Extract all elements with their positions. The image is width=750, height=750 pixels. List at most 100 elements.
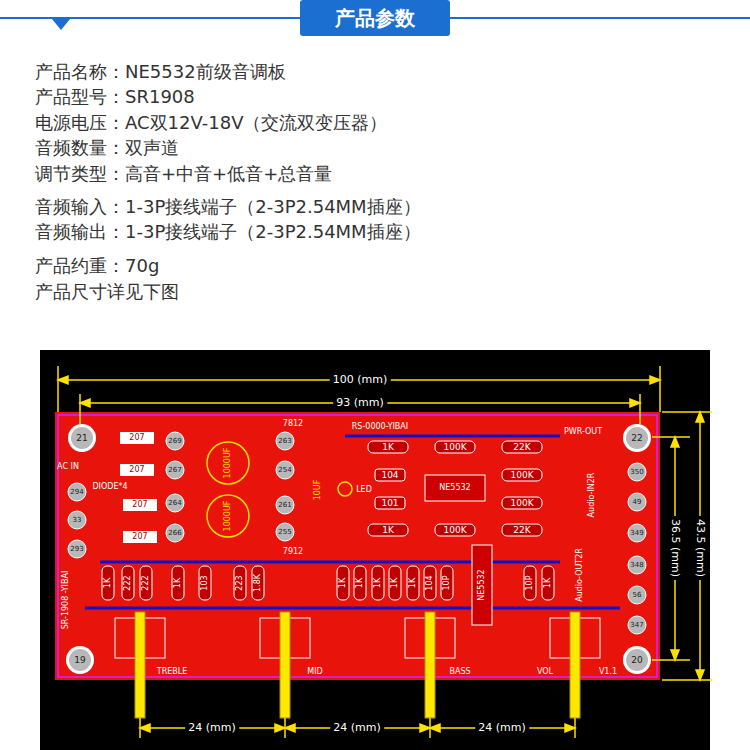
resistor-label: 10P bbox=[525, 575, 534, 590]
resistor-symbol bbox=[140, 566, 152, 600]
connector-label: Audio-IN2R bbox=[587, 473, 596, 518]
arrowhead bbox=[696, 670, 704, 680]
callout-number: 254 bbox=[278, 466, 291, 474]
header-line bbox=[450, 17, 750, 19]
control-label: MID bbox=[307, 667, 322, 676]
resistor-label: 100K bbox=[510, 470, 533, 480]
resistor-symbol bbox=[122, 566, 134, 600]
resistor-symbol bbox=[354, 566, 366, 600]
callout-number: 349 bbox=[630, 529, 643, 537]
mounting-hole bbox=[626, 649, 648, 671]
callout-number: 269 bbox=[168, 437, 181, 445]
callout-number: 348 bbox=[630, 561, 643, 569]
extension-line bbox=[79, 394, 81, 424]
spec-line: 音频输出：1-3P接线端子（2-3P2.54MM插座） bbox=[35, 222, 421, 243]
pot-shaft bbox=[280, 612, 290, 718]
solder-pad bbox=[276, 432, 294, 450]
control-label: VOL bbox=[537, 667, 553, 676]
pcb-board bbox=[55, 412, 660, 680]
extension-line bbox=[57, 366, 59, 412]
capacitor-label: 10UF bbox=[313, 480, 322, 501]
pot-shaft bbox=[135, 612, 145, 718]
resistor-symbol bbox=[502, 524, 542, 536]
resistor-label: 223 bbox=[235, 575, 244, 590]
traces bbox=[85, 436, 620, 608]
resistor-symbol bbox=[435, 524, 475, 536]
resistor-symbol bbox=[502, 497, 542, 509]
resistor-label: 1K bbox=[173, 578, 182, 588]
solder-pad bbox=[166, 494, 184, 512]
control-label: TREBLE bbox=[157, 667, 188, 676]
resistor-symbol bbox=[424, 566, 436, 600]
silkscreen-label: RS-0000-YIBAI bbox=[352, 422, 408, 431]
silkscreen-label: DIODE*4 bbox=[92, 482, 127, 491]
solder-pad bbox=[628, 586, 646, 604]
callout-number: 261 bbox=[278, 501, 291, 509]
resistor-symbol bbox=[502, 469, 542, 481]
dimension-label: 24 (mm) bbox=[475, 722, 529, 735]
capacitor-symbol bbox=[207, 442, 249, 484]
resistor-symbol bbox=[372, 566, 384, 600]
pot-footprints bbox=[115, 618, 600, 658]
diode-label: 207 bbox=[132, 532, 147, 541]
callout-number: 22 bbox=[631, 433, 642, 443]
capacitor-label: 1000UF bbox=[223, 501, 232, 532]
chip-label: NE5532 bbox=[439, 483, 470, 492]
board-outline bbox=[58, 415, 657, 677]
dimension-label: 24 (mm) bbox=[185, 722, 239, 735]
trace bbox=[85, 607, 620, 610]
capacitor-symbol bbox=[207, 495, 249, 537]
arrowhead bbox=[430, 724, 440, 732]
resistor-symbol bbox=[441, 566, 453, 600]
silkscreen-label: AC IN bbox=[57, 462, 79, 471]
connector-label: PWR-OUT bbox=[564, 427, 602, 436]
solder-pad bbox=[276, 461, 294, 479]
arrowhead bbox=[565, 724, 575, 732]
solder-pad bbox=[166, 432, 184, 450]
solder-pad bbox=[68, 483, 86, 501]
spec-line: 产品名称：NE5532前级音调板 bbox=[35, 62, 286, 83]
callout-number: 56 bbox=[633, 591, 642, 599]
diode-symbol bbox=[120, 432, 154, 444]
extension-line bbox=[639, 394, 641, 424]
arrowhead bbox=[630, 399, 640, 407]
callout-number: 266 bbox=[168, 529, 181, 537]
capacitors bbox=[207, 442, 352, 537]
callout-number: 20 bbox=[631, 655, 642, 665]
pot-shafts bbox=[135, 612, 580, 718]
arrowhead bbox=[671, 437, 679, 447]
chip-label: NE5532 bbox=[477, 569, 486, 600]
connector-label: Audio-OUT2R bbox=[575, 548, 584, 602]
arrowhead bbox=[671, 650, 679, 660]
callout-number: 33 bbox=[73, 516, 82, 524]
spec-line: 电源电压：AC双12V-18V（交流双变压器） bbox=[35, 113, 387, 134]
control-label: BASS bbox=[449, 667, 470, 676]
resistor-label: 22K bbox=[513, 525, 530, 535]
callout-number: 49 bbox=[633, 498, 642, 506]
resistor-symbol bbox=[368, 524, 408, 536]
arrowhead bbox=[650, 376, 660, 384]
callout-number: 21 bbox=[76, 433, 87, 443]
resistor-symbol bbox=[389, 566, 401, 600]
resistor-label: 22K bbox=[513, 442, 530, 452]
solder-pad bbox=[628, 493, 646, 511]
mounting-hole bbox=[66, 646, 94, 674]
pot-shaft bbox=[570, 612, 580, 718]
mounting-hole bbox=[68, 424, 96, 452]
diode-label: 207 bbox=[129, 433, 144, 442]
spec-line: 音频数量：双声道 bbox=[35, 138, 179, 159]
arrowhead bbox=[140, 724, 150, 732]
solder-pad bbox=[276, 496, 294, 514]
arrowhead bbox=[80, 399, 90, 407]
resistor-label: 1K bbox=[338, 578, 347, 588]
diode-symbol bbox=[120, 464, 154, 476]
drawing-ground bbox=[40, 350, 710, 750]
mounting-hole bbox=[69, 649, 91, 671]
callout-number: 264 bbox=[168, 499, 181, 507]
resistor-symbol bbox=[407, 566, 419, 600]
regulator-label: 7912 bbox=[283, 547, 303, 556]
resistor-label: 1K bbox=[382, 525, 394, 535]
resistor-label: 1K bbox=[390, 578, 399, 588]
header-bar bbox=[0, 0, 750, 36]
